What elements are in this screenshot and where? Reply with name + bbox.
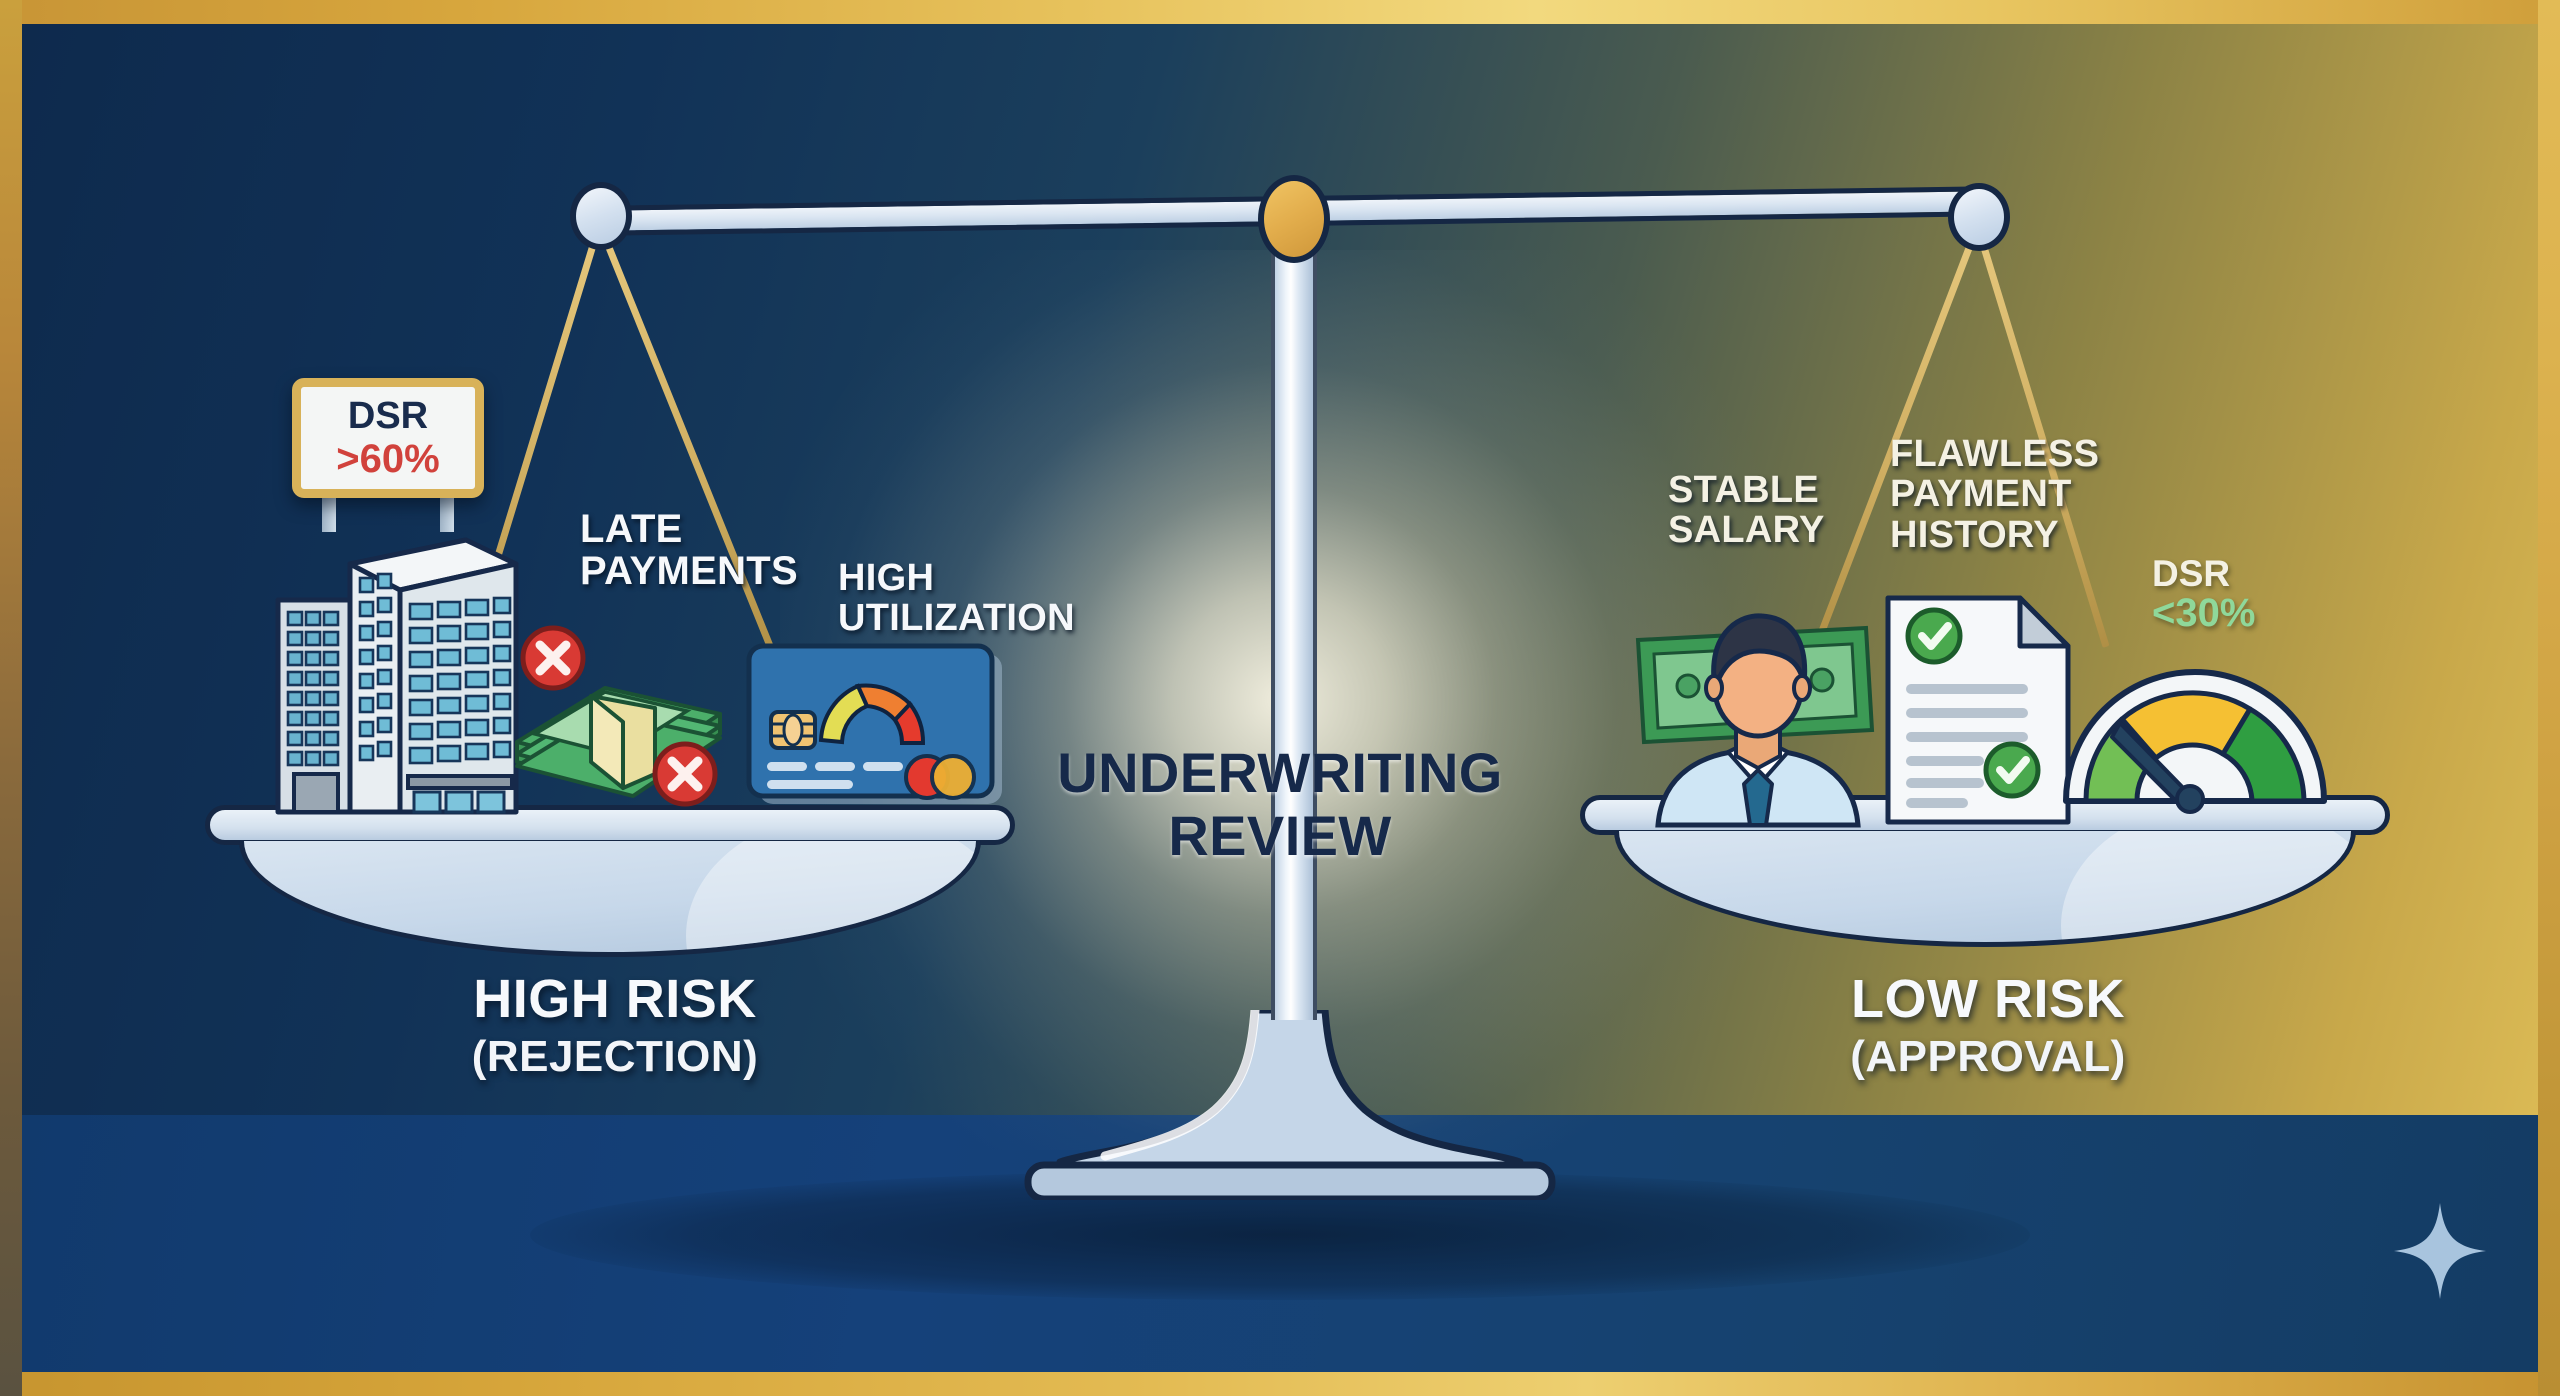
- scale-pedestal: [1000, 1010, 1580, 1200]
- right-pan-bowl: [1614, 831, 2356, 947]
- green-gauge-icon: [2060, 645, 2330, 814]
- credit-card-high-utilization-icon: [745, 640, 1010, 820]
- dsr-low-label: DSR: [2152, 553, 2231, 594]
- high-risk-label: HIGH RISK (REJECTION): [472, 968, 759, 1082]
- salaried-employee-icon: [1630, 600, 1890, 828]
- scale-pivot: [1258, 175, 1330, 263]
- center-title: UNDERWRITING REVIEW: [1057, 741, 1503, 867]
- callout-high-utilization: HIGH UTILIZATION: [838, 557, 1075, 640]
- frame-bottom: [0, 1372, 2560, 1396]
- left-hanger-string-inner: [596, 222, 779, 662]
- callout-stable-salary: STABLE SALARY: [1668, 469, 1825, 552]
- callout-late-payments: LATE PAYMENTS: [580, 507, 799, 594]
- approved-document-icon: [1880, 590, 2095, 830]
- cash-stack-rejected-icon: [505, 622, 755, 822]
- low-risk-label: LOW RISK (APPROVAL): [1850, 968, 2126, 1082]
- plaque-post-left: [322, 492, 336, 532]
- frame-left: [0, 0, 22, 1396]
- left-pan-bowl: [239, 841, 981, 957]
- low-risk-main: LOW RISK: [1851, 969, 2125, 1029]
- sparkle-icon: [2392, 1201, 2488, 1306]
- plaque-post-right: [440, 492, 454, 532]
- scale-column: [1271, 250, 1317, 1020]
- high-risk-main: HIGH RISK: [473, 969, 757, 1029]
- office-building-icon: [268, 512, 538, 817]
- high-risk-sub: (REJECTION): [471, 1032, 759, 1081]
- dsr-high-label: DSR: [347, 395, 429, 437]
- dsr-high-value: >60%: [336, 437, 440, 481]
- dsr-high-plaque: DSR >60%: [292, 378, 484, 498]
- frame-right: [2538, 0, 2560, 1396]
- scale-beam-right-knob: [1948, 183, 2010, 251]
- left-pan: [205, 805, 1015, 965]
- frame-top: [0, 0, 2560, 24]
- scale-beam-left-knob: [570, 182, 632, 250]
- dsr-low-callout: DSR <30%: [2152, 555, 2255, 634]
- low-risk-sub: (APPROVAL): [1850, 1032, 2126, 1081]
- callout-flawless-payment-history: FLAWLESS PAYMENT HISTORY: [1890, 433, 2100, 556]
- dsr-low-value: <30%: [2152, 590, 2256, 635]
